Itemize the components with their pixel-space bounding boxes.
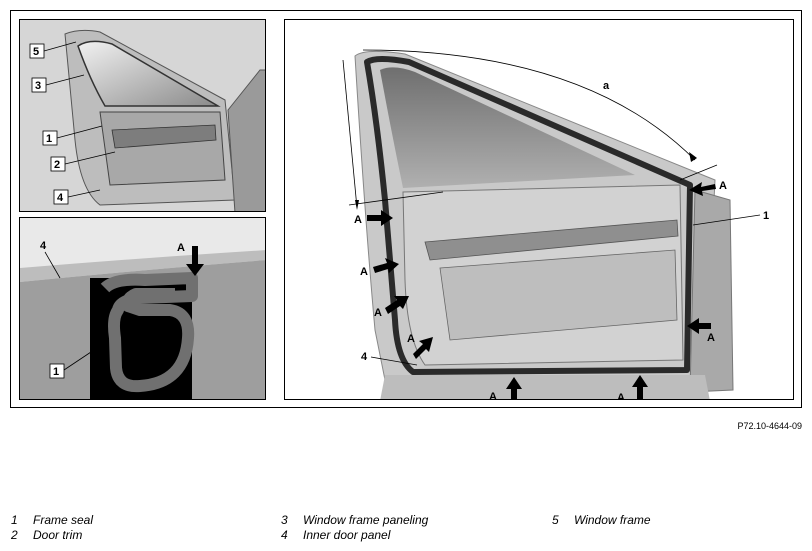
arrow-a-bottom-1: A — [489, 377, 522, 400]
arrow-a-left-4: A — [407, 333, 433, 359]
svg-text:A: A — [719, 180, 727, 192]
arrow-a-bottom-2: A — [617, 375, 648, 400]
arrow-a-left-1: A — [354, 210, 393, 226]
svg-text:A: A — [177, 242, 185, 254]
top-callout-1: 1 — [42, 125, 103, 146]
seal-cross-section: A 4 1 — [20, 218, 265, 399]
svg-text:A: A — [407, 333, 415, 345]
overview-panel: 5 3 1 2 4 — [19, 19, 266, 212]
main-label-1: 1 — [763, 210, 769, 222]
svg-text:A: A — [707, 332, 715, 344]
svg-text:3: 3 — [35, 80, 41, 92]
top-callout-4: 4 — [53, 189, 101, 205]
seal-detail-panel: A 4 1 — [19, 217, 266, 400]
figure-frame: 5 3 1 2 4 — [10, 10, 802, 408]
arrow-a-left-2: A — [360, 258, 399, 278]
svg-text:1: 1 — [46, 133, 52, 145]
top-callout-2: 2 — [50, 151, 116, 172]
arrow-a-left-3: A — [374, 296, 409, 319]
figure-reference: P72.10-4644-09 — [737, 421, 802, 431]
overview-illustration: 5 3 1 2 4 — [20, 20, 265, 211]
svg-text:5: 5 — [33, 46, 39, 58]
top-callout-5: 5 — [29, 41, 77, 59]
door-seal-illustration: a A A A A A — [342, 49, 769, 400]
svg-text:A: A — [489, 391, 497, 400]
dimension-a-label: a — [603, 80, 610, 92]
svg-text:4: 4 — [57, 192, 64, 204]
door-seal-panel: a A A A A A — [284, 19, 794, 400]
seal-callout-1: 1 — [49, 345, 101, 379]
arrow-a-right-2: A — [687, 318, 715, 344]
main-label-4: 4 — [361, 351, 368, 363]
svg-text:1: 1 — [53, 366, 59, 378]
svg-text:A: A — [360, 266, 368, 278]
svg-text:A: A — [617, 392, 625, 400]
top-callout-3: 3 — [31, 74, 85, 93]
svg-text:2: 2 — [54, 159, 60, 171]
seal-arrow-a: A — [177, 242, 204, 276]
seal-label-4: 4 — [40, 240, 47, 252]
arrow-a-right-1: A — [689, 180, 727, 196]
svg-text:A: A — [354, 214, 362, 226]
svg-text:A: A — [374, 307, 382, 319]
